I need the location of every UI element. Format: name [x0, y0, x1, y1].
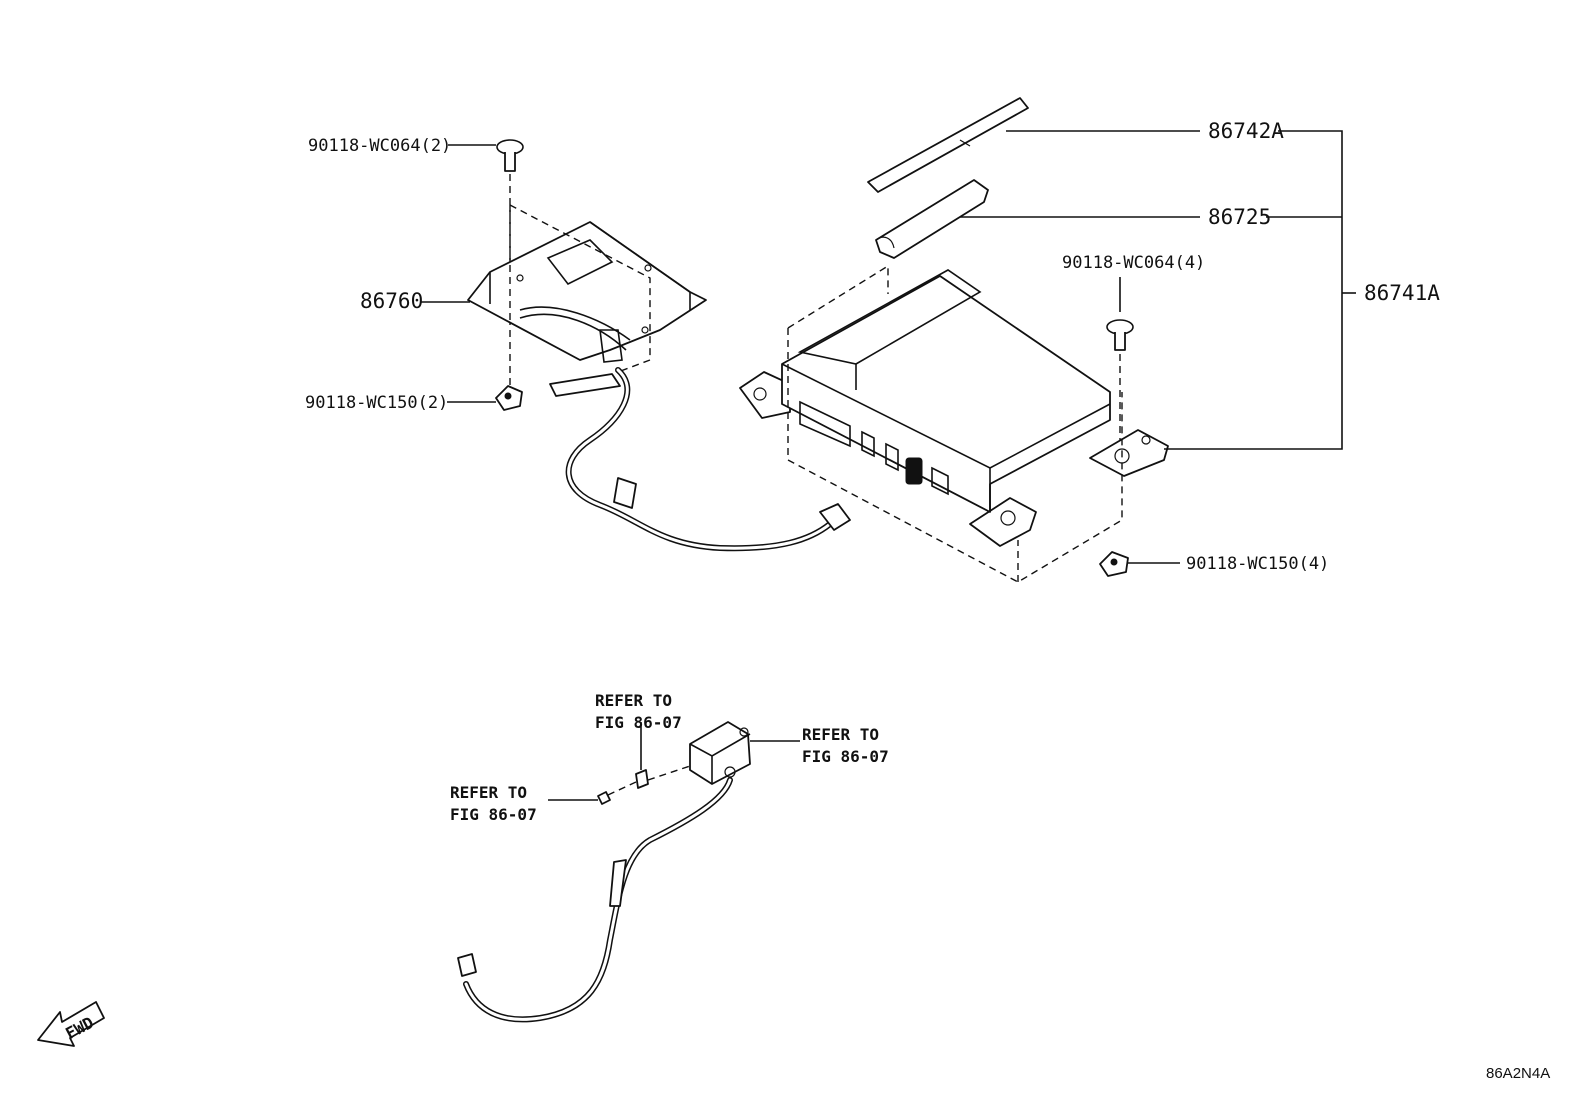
callout-bolt-top-left[interactable]: 90118-WC064(2) — [308, 136, 451, 156]
fwd-arrow-icon: FWD — [37, 1001, 105, 1047]
reference-top-line1: REFER TO — [595, 691, 672, 710]
sensor-bracket-lower[interactable] — [689, 721, 751, 785]
reference-top-line2[interactable]: FIG 86-07 — [595, 713, 682, 732]
nut-right[interactable] — [1099, 551, 1129, 577]
module-assembly-86741A[interactable] — [739, 269, 1169, 547]
drawing-code: 86A2N4A — [1486, 1065, 1550, 1082]
wire-harness-left[interactable] — [549, 367, 851, 552]
callout-nut-right[interactable]: 90118-WC150(4) — [1186, 554, 1329, 574]
bracket-86760[interactable] — [467, 221, 707, 363]
reference-right-line2[interactable]: FIG 86-07 — [802, 747, 889, 766]
callout-nut-left[interactable]: 90118-WC150(2) — [305, 393, 448, 413]
clip-lower[interactable] — [635, 769, 649, 789]
bolt-top-left[interactable] — [496, 139, 524, 172]
screw-lower-left[interactable] — [597, 791, 611, 805]
callout-assembly[interactable]: 86741A — [1364, 281, 1440, 305]
reference-left-line2[interactable]: FIG 86-07 — [450, 805, 537, 824]
wire-harness-lower[interactable] — [457, 777, 733, 1023]
reference-left-line1: REFER TO — [450, 783, 527, 802]
cushion-86725[interactable] — [875, 179, 989, 259]
cover-86742A[interactable] — [867, 97, 1029, 193]
callout-bolt-right[interactable]: 90118-WC064(4) — [1062, 253, 1205, 273]
callout-cover[interactable]: 86742A — [1208, 119, 1284, 143]
nut-left[interactable] — [495, 385, 523, 411]
bolt-right[interactable] — [1106, 319, 1134, 351]
reference-right-line1: REFER TO — [802, 725, 879, 744]
callout-cushion[interactable]: 86725 — [1208, 205, 1271, 229]
callout-bracket[interactable]: 86760 — [360, 289, 423, 313]
